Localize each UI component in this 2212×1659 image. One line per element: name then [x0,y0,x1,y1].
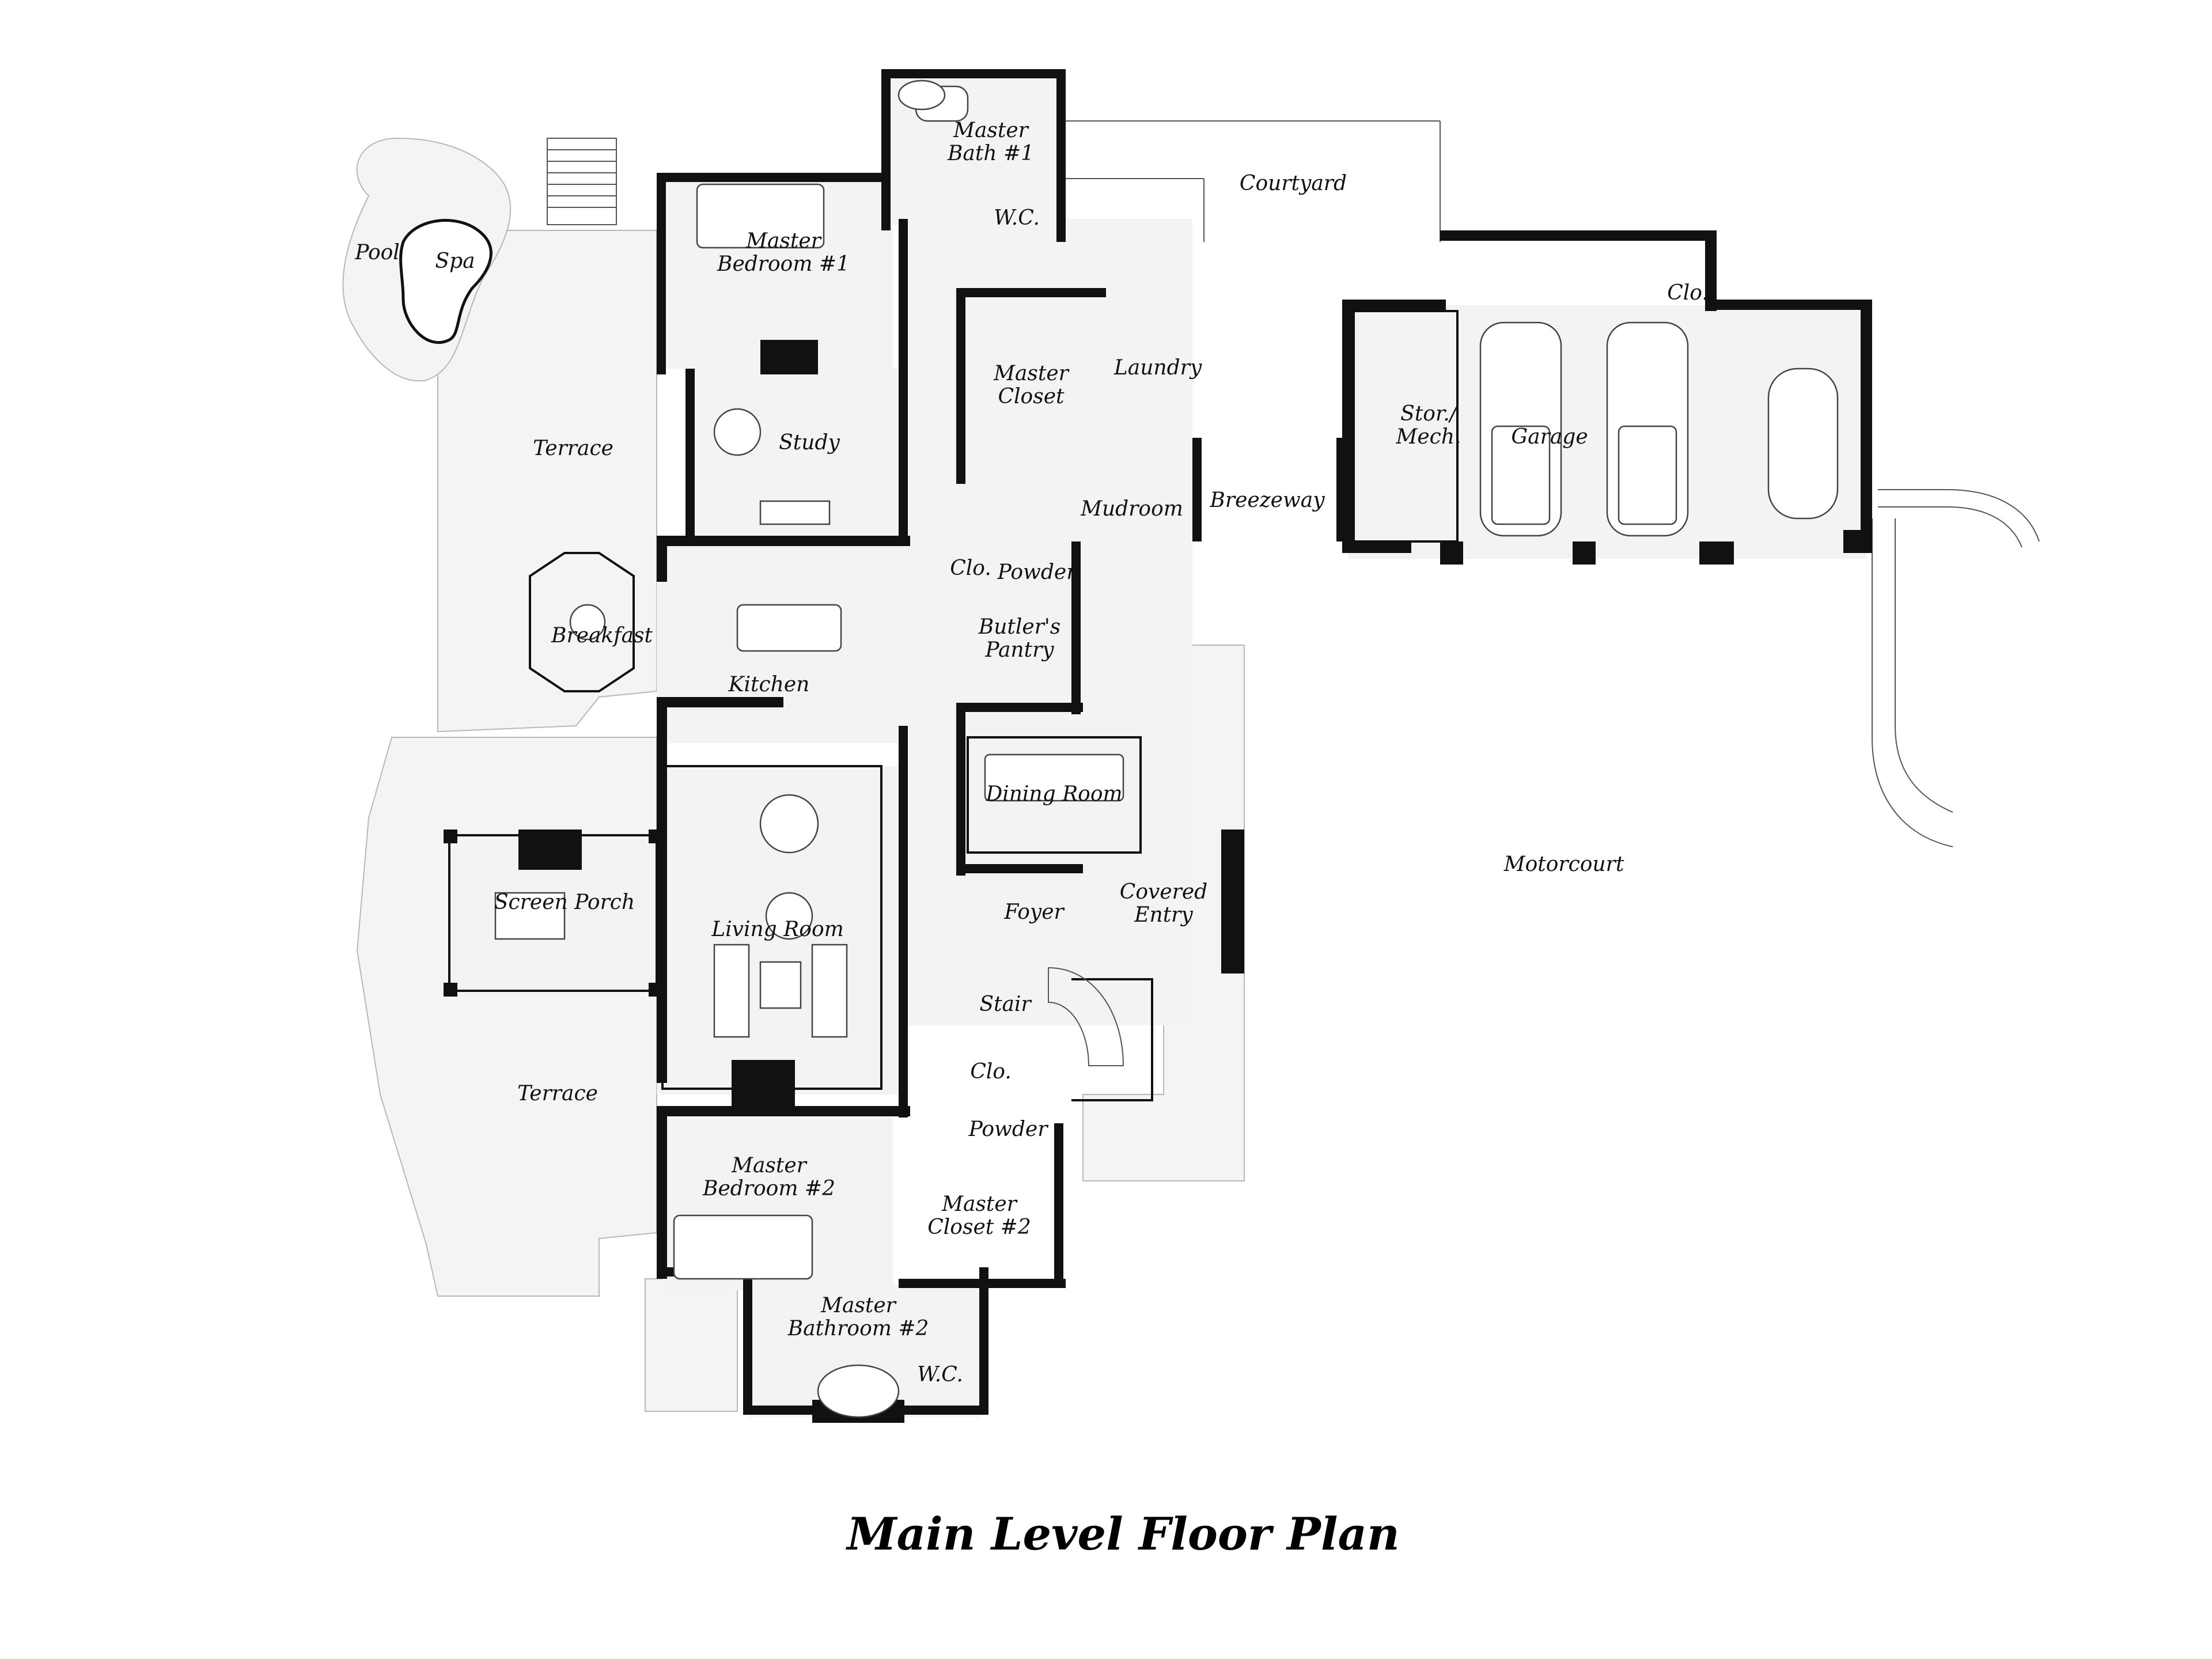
room-label-line: Breakfast [551,624,653,647]
room-label-line: Closet #2 [927,1215,1031,1239]
room-label-line: Clo. [950,556,991,580]
room-label-dining-room: Dining Room [985,782,1122,806]
room-label-line: Spa [435,249,475,273]
room-label-line: Bathroom #2 [787,1317,929,1340]
room-label-line: Laundry [1113,356,1202,380]
room-label-line: Powder [968,1118,1049,1141]
room-label-clo-stair: Clo. [970,1060,1012,1084]
room-label-stair: Stair [979,993,1032,1016]
room-label-line: Breezeway [1209,488,1325,512]
room-label-mudroom: Mudroom [1080,497,1183,521]
room-label-garage: Garage [1511,425,1588,449]
room-label-wc-2: W.C. [917,1363,963,1387]
room-label-line: Bedroom #2 [702,1177,835,1200]
room-label-line: Foyer [1003,900,1065,924]
plan-title: Main Level Floor Plan [845,1508,1399,1560]
room-label-line: Mech. [1396,425,1461,449]
room-label-line: Terrace [533,437,613,460]
room-label-line: Master [820,1294,897,1317]
outdoor-labels: Pool Spa Terrace Terrace Courtyard Motor… [354,172,1624,1105]
terrace-paving [356,230,1245,1412]
room-label-line: Stair [979,993,1032,1016]
room-label-line: Motorcourt [1503,853,1624,876]
room-label-line: W.C. [917,1363,963,1387]
room-label-line: Bath #1 [947,142,1034,165]
outdoor-label-motorcourt: Motorcourt [1503,853,1624,876]
room-label-clo-kitchen: Clo. [950,556,991,580]
room-label-line: Screen Porch [494,891,635,914]
room-label-line: Powder [997,560,1078,584]
outdoor-label-pool: Pool [354,241,400,264]
room-label-line: Master [745,229,822,253]
garage-cars [1479,321,1839,537]
room-label-line: Terrace [517,1082,598,1105]
outdoor-label-terrace-upper: Terrace [533,437,613,460]
room-label-line: Entry [1134,903,1193,927]
outdoor-label-terrace-lower: Terrace [517,1082,598,1105]
room-label-line: Dining Room [985,782,1122,806]
room-label-line: Pantry [984,638,1054,662]
room-label-breezeway: Breezeway [1209,488,1325,512]
outdoor-label-spa: Spa [435,249,475,273]
room-label-powder-2: Powder [968,1118,1049,1141]
room-label-kitchen: Kitchen [728,673,810,696]
terrace-steps [547,138,617,225]
room-label-line: Pool [354,241,400,264]
room-label-breakfast: Breakfast [551,624,653,647]
room-label-line: Bedroom #1 [717,252,850,276]
room-label-line: Clo. [1667,281,1709,305]
outdoor-label-courtyard: Courtyard [1240,172,1347,195]
room-label-line: W.C. [994,206,1040,230]
room-label-line: Kitchen [728,673,810,696]
room-outlines [448,310,1459,1101]
room-label-line: Courtyard [1240,172,1347,195]
room-label-garage-closet: Clo. [1667,281,1709,305]
room-label-stor-mech: Stor./Mech. [1396,402,1461,449]
room-label-line: Master [993,362,1070,385]
room-label-line: Living Room [711,918,844,941]
pool [342,137,512,382]
room-label-line: Mudroom [1080,497,1183,521]
furniture [494,79,1124,1418]
room-label-line: Closet [998,385,1065,408]
room-label-line: Clo. [970,1060,1012,1084]
room-label-living-room: Living Room [711,918,844,941]
room-label-laundry: Laundry [1113,356,1202,380]
room-label-wc-1: W.C. [994,206,1040,230]
room-label-line: Study [779,431,840,454]
room-label-line: Master [953,119,1029,142]
room-label-line: Garage [1511,425,1588,449]
room-label-powder-1: Powder [997,560,1078,584]
room-label-foyer: Foyer [1003,900,1065,924]
site-lines [1066,120,2040,847]
room-label-line: Stor./ [1400,402,1459,426]
room-label-study: Study [779,431,840,454]
room-label-line: Master [731,1154,808,1177]
room-label-line: Butler's [978,615,1061,639]
room-label-line: Covered [1120,880,1207,904]
room-label-screen-porch: Screen Porch [494,891,635,914]
room-label-line: Master [941,1192,1018,1216]
